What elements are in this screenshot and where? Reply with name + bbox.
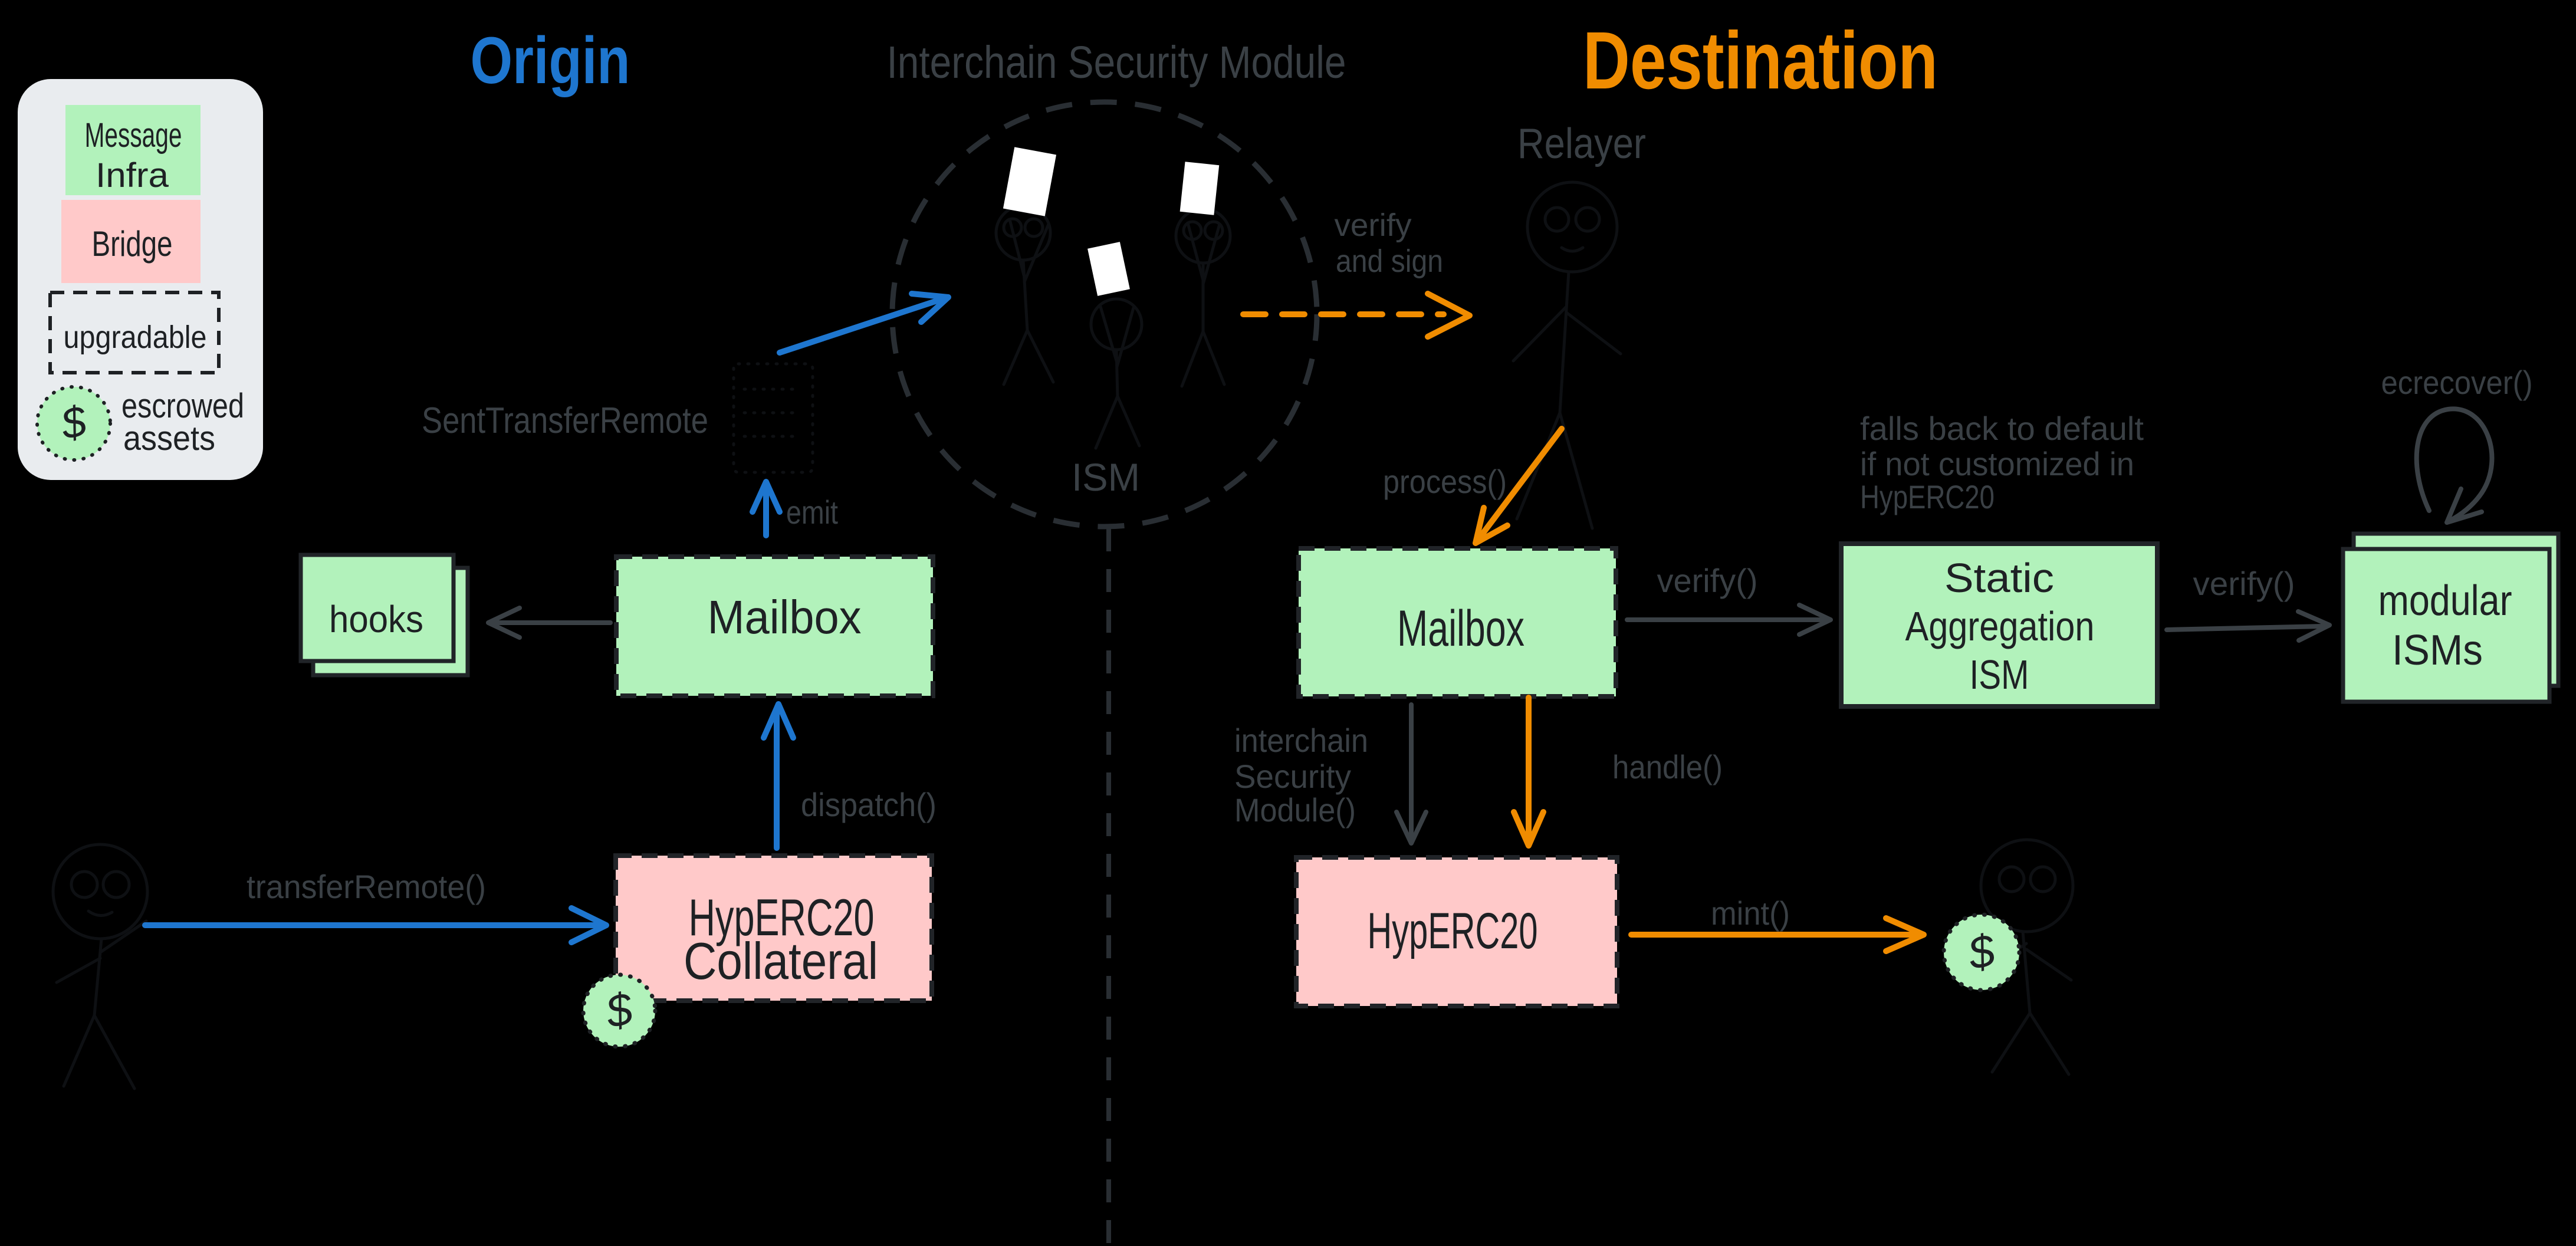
svg-text:if not customized in: if not customized in: [1860, 445, 2134, 482]
svg-text:ecrecover(): ecrecover(): [2381, 364, 2533, 401]
svg-text:ISM: ISM: [1072, 455, 1140, 499]
svg-text:Mailbox: Mailbox: [708, 591, 862, 643]
svg-text:Interchain Security Module: Interchain Security Module: [887, 37, 1346, 88]
svg-text:Mailbox: Mailbox: [1397, 600, 1524, 657]
svg-text:Origin: Origin: [471, 24, 630, 97]
svg-text:verify: verify: [1335, 208, 1412, 243]
svg-text:Module(): Module(): [1234, 791, 1356, 829]
svg-text:handle(): handle(): [1612, 748, 1723, 785]
svg-text:Relayer: Relayer: [1517, 120, 1646, 167]
svg-text:SentTransferRemote: SentTransferRemote: [422, 400, 708, 441]
svg-text:Bridge: Bridge: [92, 224, 173, 264]
svg-text:process(): process(): [1383, 463, 1507, 500]
svg-text:and sign: and sign: [1336, 244, 1443, 279]
svg-text:escrowed: escrowed: [121, 387, 244, 425]
svg-text:dispatch(): dispatch(): [801, 786, 937, 823]
svg-text:emit: emit: [786, 494, 838, 531]
svg-text:Aggregation: Aggregation: [1905, 603, 2095, 649]
svg-text:HypERC20: HypERC20: [1368, 903, 1538, 959]
svg-text:Infra: Infra: [96, 156, 169, 195]
svg-text:modular: modular: [2378, 577, 2512, 624]
svg-text:HypERC20: HypERC20: [1860, 478, 1995, 515]
svg-text:verify(): verify(): [2193, 565, 2295, 602]
svg-text:upgradable: upgradable: [64, 320, 207, 355]
svg-text:HypERC20: HypERC20: [689, 888, 875, 946]
svg-text:interchain: interchain: [1234, 722, 1368, 759]
svg-text:assets: assets: [123, 419, 215, 458]
svg-text:Security: Security: [1234, 758, 1351, 795]
svg-text:hooks: hooks: [329, 598, 423, 640]
svg-text:verify(): verify(): [1657, 562, 1758, 599]
svg-text:ISM: ISM: [1970, 652, 2029, 698]
svg-text:Destination: Destination: [1583, 15, 1938, 106]
svg-text:Message: Message: [85, 116, 182, 154]
svg-text:Collateral: Collateral: [684, 932, 878, 990]
svg-text:ISMs: ISMs: [2392, 627, 2483, 674]
svg-text:Static: Static: [1944, 555, 2054, 601]
svg-text:mint(): mint(): [1711, 895, 1790, 932]
svg-text:transferRemote(): transferRemote(): [247, 868, 486, 905]
svg-text:falls back to default: falls back to default: [1860, 410, 2144, 447]
